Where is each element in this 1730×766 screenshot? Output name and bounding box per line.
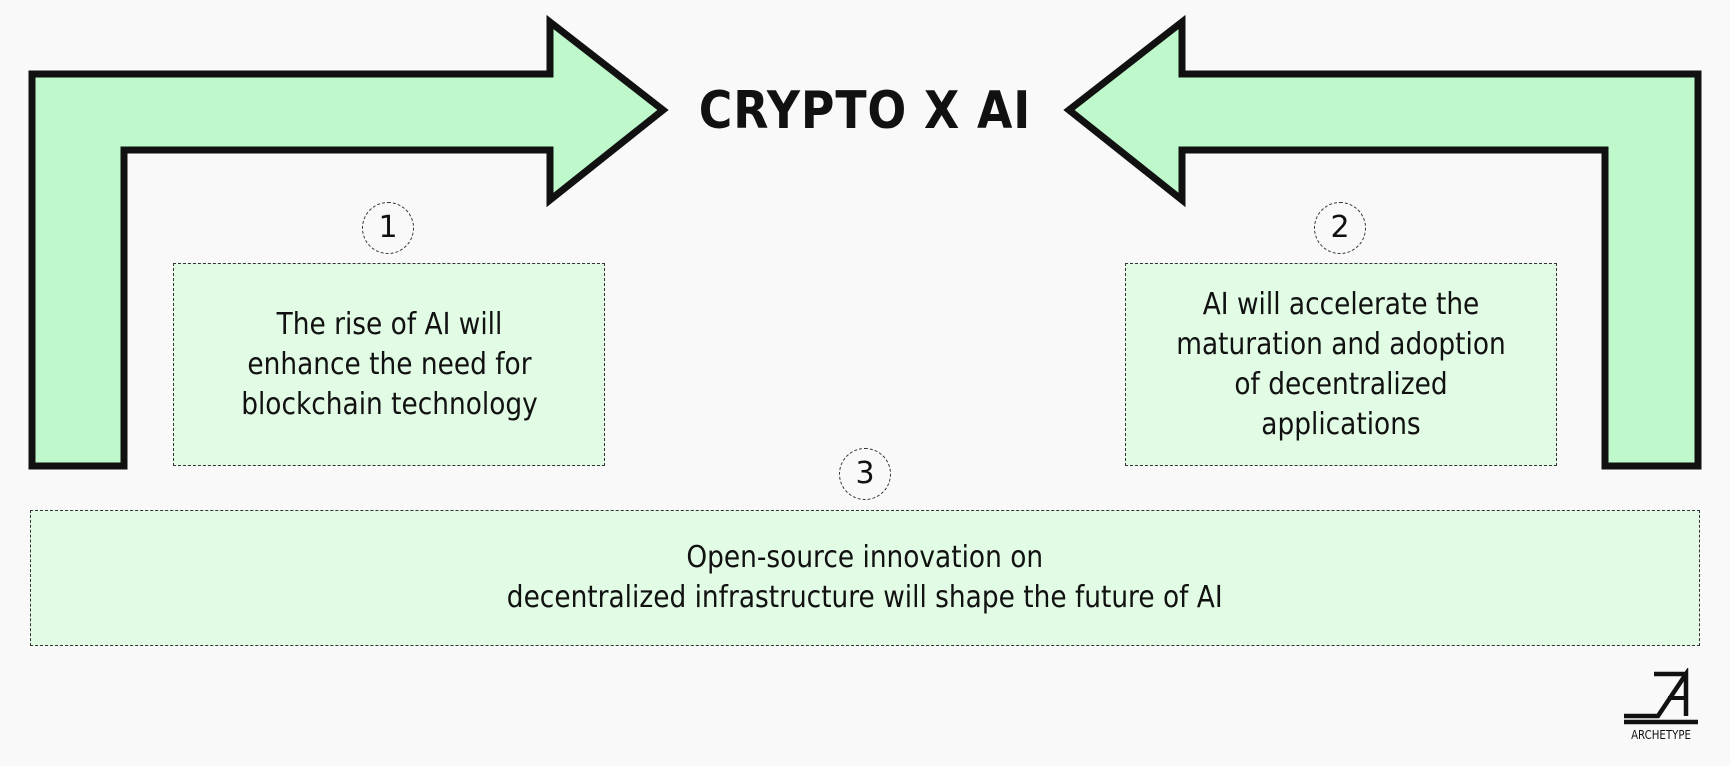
step-box-3: Open-source innovation on decentralized … <box>30 510 1700 646</box>
archetype-logo-text: ARCHETYPE <box>1631 728 1691 742</box>
right-arrow <box>1063 14 1702 470</box>
step-box-2: AI will accelerate the maturation and ad… <box>1125 263 1557 466</box>
step-badge-1: 1 <box>362 202 414 254</box>
step-text-3: Open-source innovation on decentralized … <box>507 540 1223 615</box>
step-box-1: The rise of AI will enhance the need for… <box>173 263 605 466</box>
step-badge-3: 3 <box>839 448 891 500</box>
step-badge-2: 2 <box>1314 202 1366 254</box>
diagram-title: CRYPTO X AI <box>698 81 1032 141</box>
step-text-2: AI will accelerate the maturation and ad… <box>1176 286 1506 442</box>
step-text-1: The rise of AI will enhance the need for… <box>240 306 538 422</box>
archetype-logo: ARCHETYPE <box>1618 668 1704 750</box>
archetype-logo-icon <box>1624 668 1698 725</box>
left-arrow <box>28 14 669 470</box>
